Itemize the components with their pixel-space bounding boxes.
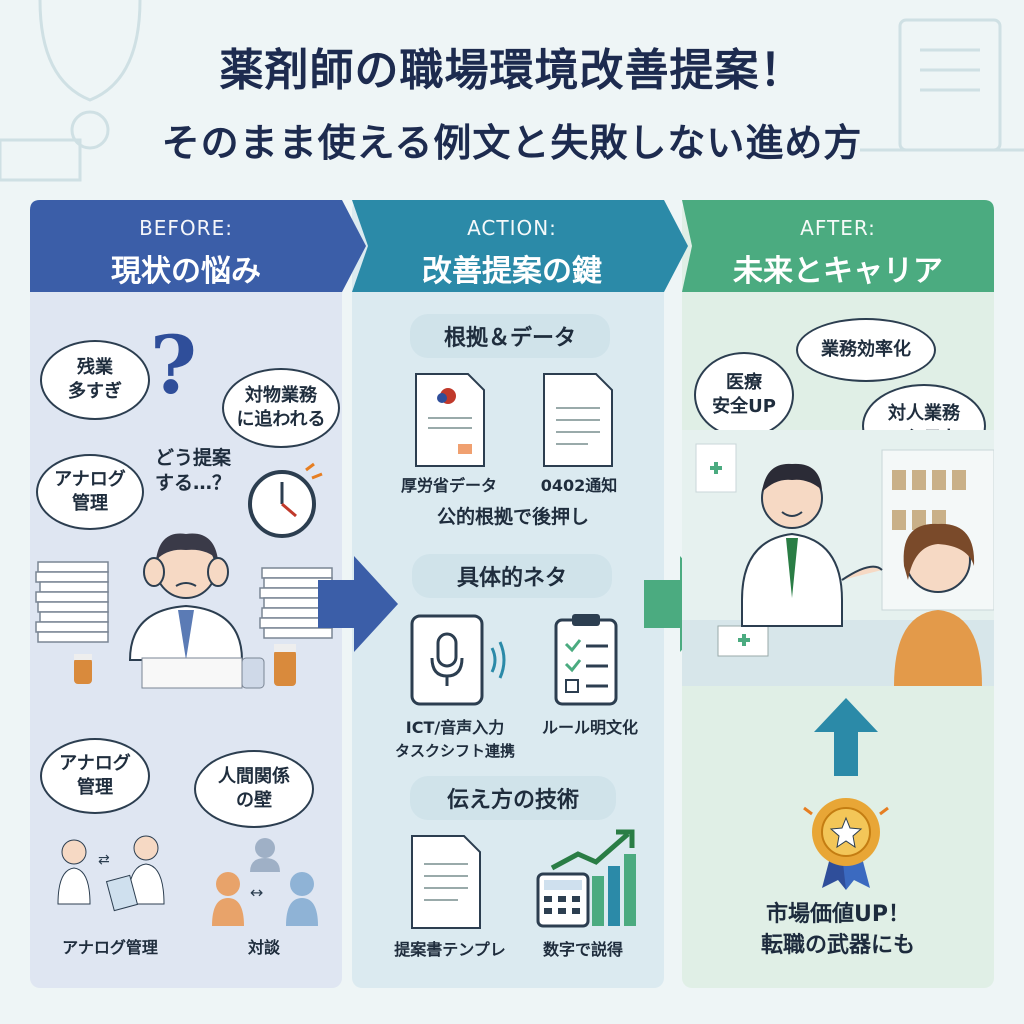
label-notice: 0402通知 [540, 476, 618, 495]
arrow-right-icon [318, 556, 398, 652]
stressed-pharmacist-illustration [35, 533, 333, 689]
market-value-text: 市場価値UP！ 転職の武器にも [760, 902, 915, 958]
label-public-basis: 公的根拠で後押し [436, 506, 589, 528]
action-header-en: ACTION: [467, 216, 557, 240]
bubble-object-work: 対物業務 に追われる [222, 368, 340, 448]
doctor-pharmacist-icon: ⇄ [57, 835, 165, 912]
mhlw-document-icon [415, 373, 485, 467]
before-header: BEFORE: 現状の悩み [30, 200, 366, 292]
page-title: 薬剤師の職場環境改善提案！ [219, 45, 805, 96]
bubble-safety: 医療 安全UP [694, 352, 794, 438]
how-propose-text: どう提案 する…？ [154, 447, 231, 494]
label-ict: ICT/音声入力 [405, 718, 505, 737]
after-header: AFTER: 未来とキャリア [682, 200, 994, 292]
bubble-efficiency: 業務効率化 [796, 318, 936, 382]
label-numbers: 数字で説得 [542, 940, 623, 959]
page-subtitle: そのまま使える例文と失敗しない進め方 [161, 121, 863, 165]
bubble-analog: アナログ 管理 [36, 454, 144, 530]
label-mhlw: 厚労省データ [400, 476, 497, 495]
section-technique: 伝え方の技術 [410, 776, 616, 820]
notice-document-icon [543, 373, 613, 467]
bubble-overwork: 残業 多すぎ [40, 340, 150, 420]
before-header-en: BEFORE: [139, 216, 233, 240]
after-header-en: AFTER: [800, 216, 876, 240]
medal-icon [803, 798, 889, 890]
question-mark-icon: ? [150, 318, 197, 412]
section-concrete: 具体的ネタ [412, 554, 612, 598]
label-template: 提案書テンプレ [394, 940, 506, 959]
title-block: 薬剤師の職場環境改善提案！ そのまま使える例文と失敗しない進め方 [0, 34, 1024, 167]
proposal-template-icon [411, 835, 481, 929]
dialogue-people-icon: ↔ [212, 838, 318, 926]
section-evidence: 根拠＆データ [410, 314, 610, 358]
clock-icon [248, 462, 323, 538]
pharmacy-counseling-illustration [682, 430, 994, 686]
after-header-jp: 未来とキャリア [733, 254, 943, 289]
tablet-mic-icon [410, 614, 506, 706]
before-header-jp: 現状の悩み [111, 254, 261, 289]
label-analog-mgmt: アナログ管理 [62, 938, 158, 957]
action-header: ACTION: 改善提案の鍵 [352, 200, 688, 292]
checklist-icon [554, 614, 618, 706]
svg-text:⇄: ⇄ [98, 852, 110, 868]
label-task-shift: タスクシフト連携 [394, 742, 515, 760]
label-rules: ルール明文化 [541, 718, 638, 737]
bubble-relations: 人間関係 の壁 [194, 750, 314, 828]
arrow-up-icon [814, 698, 878, 776]
action-header-jp: 改善提案の鍵 [422, 254, 602, 289]
label-dialogue: 対談 [247, 938, 280, 957]
calculator-chart-icon [536, 829, 636, 928]
bubble-analog-2: アナログ 管理 [40, 738, 150, 814]
svg-text:↔: ↔ [250, 883, 263, 902]
